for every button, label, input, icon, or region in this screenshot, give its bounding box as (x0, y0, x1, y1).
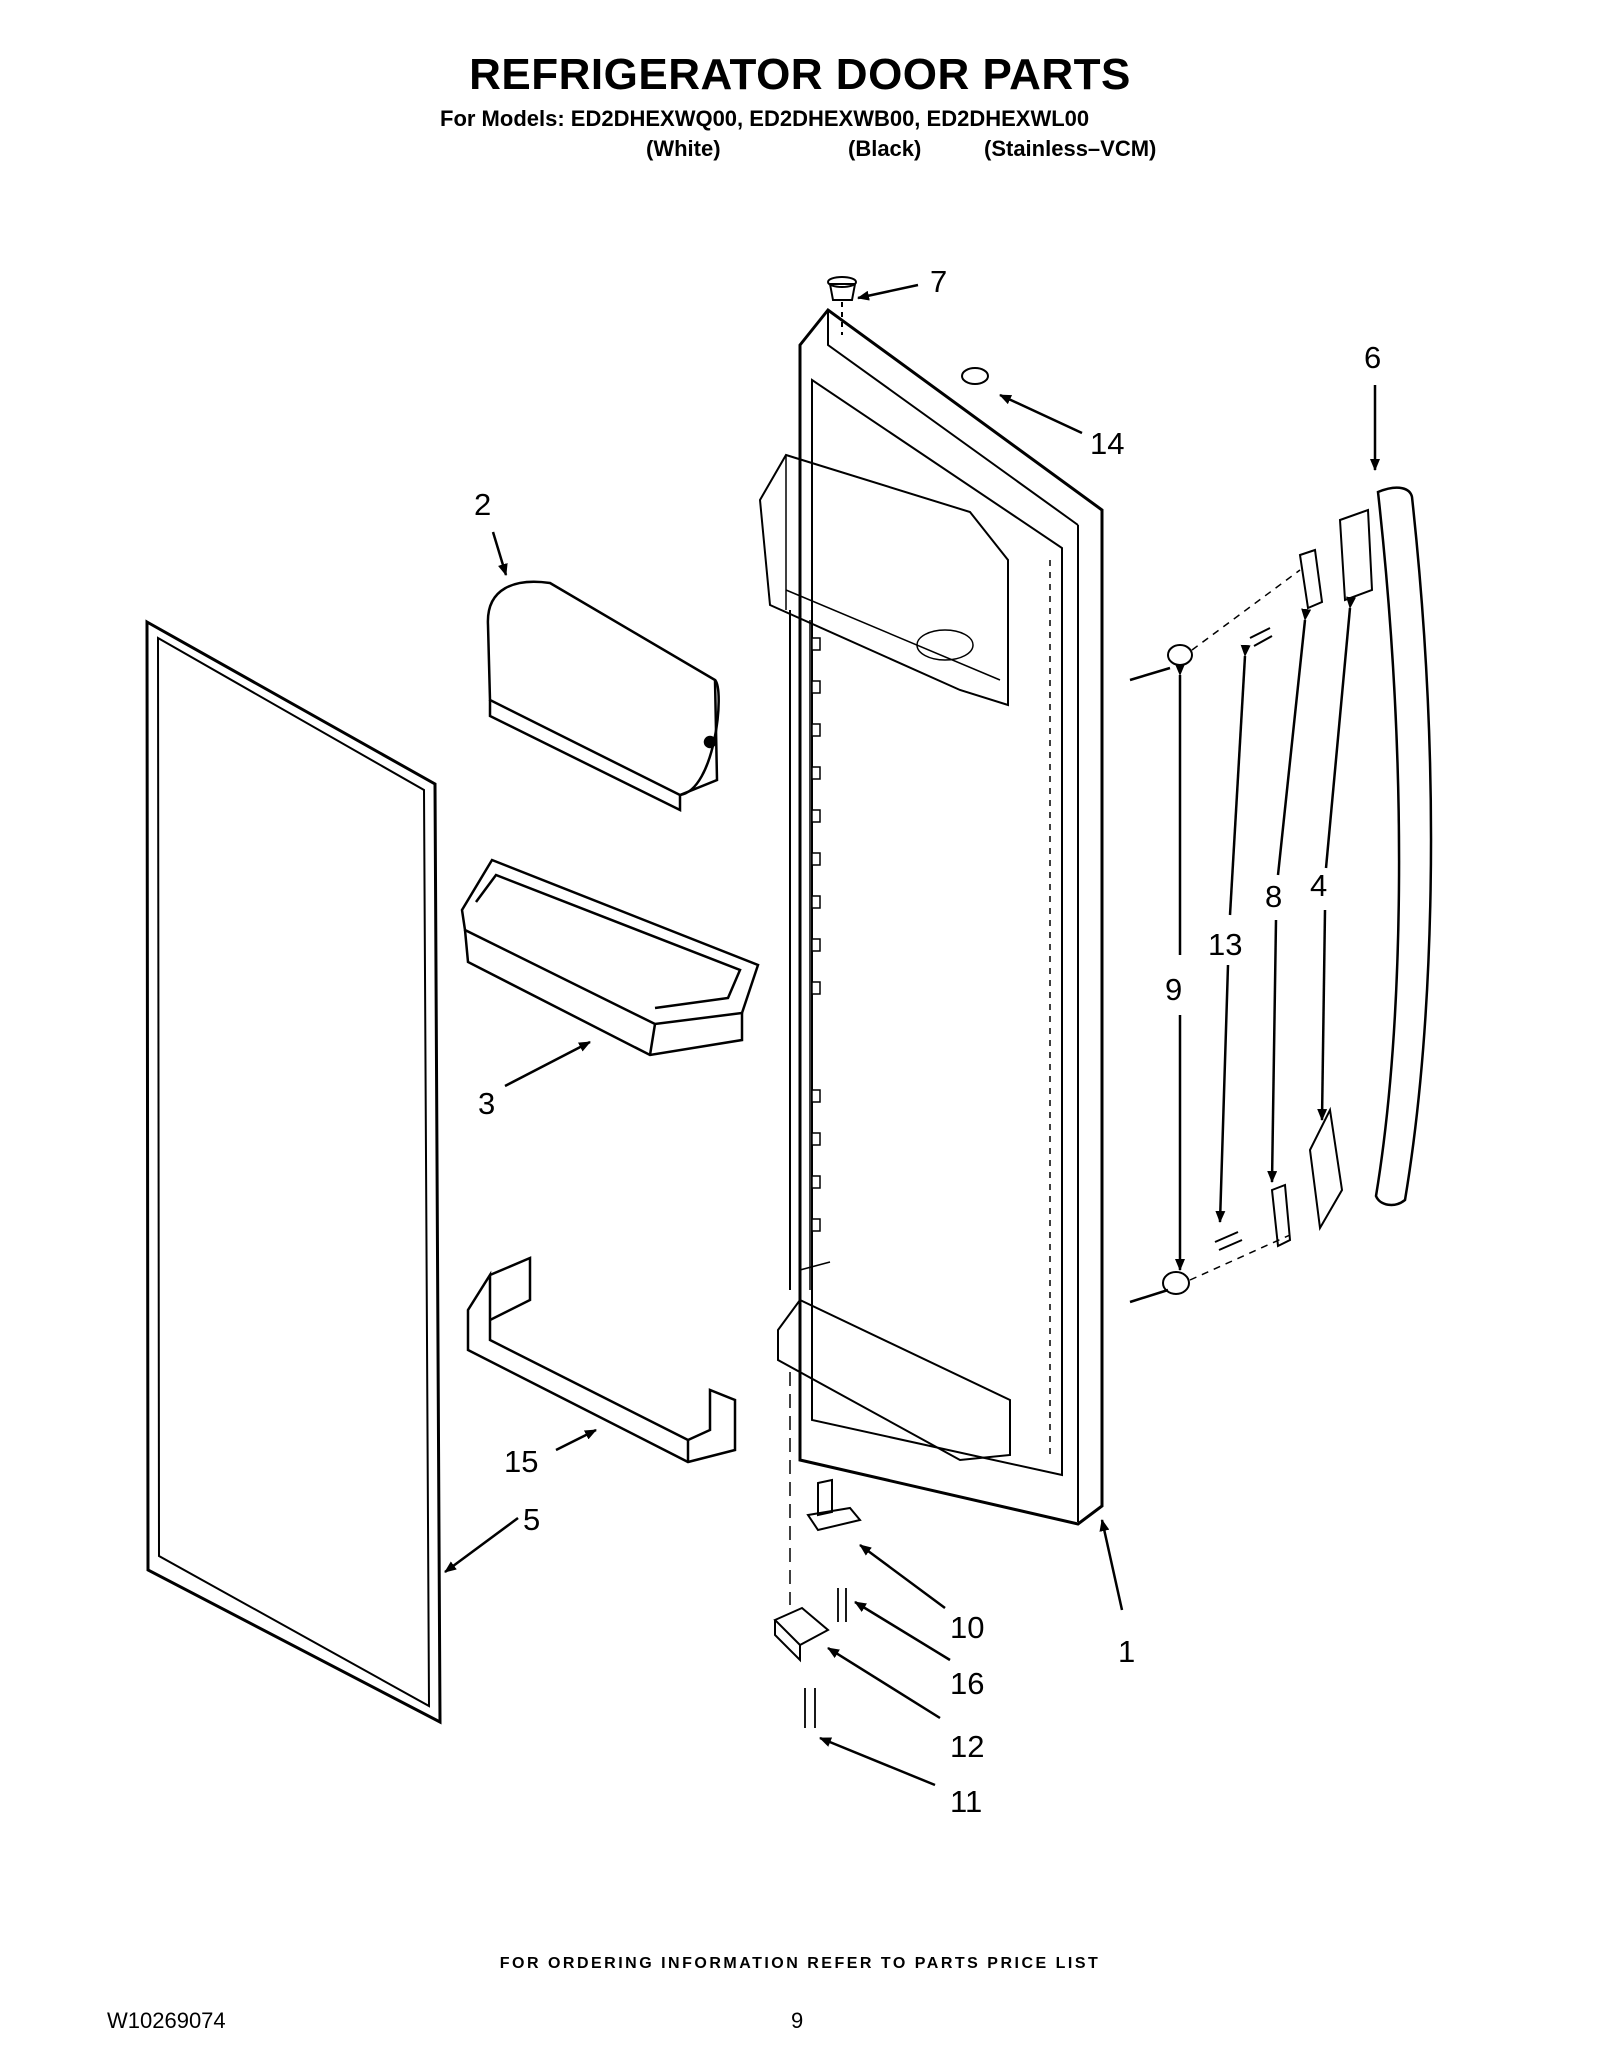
callout-16: 16 (950, 1666, 984, 1701)
door-handle-part (1374, 486, 1433, 1207)
callout-10: 10 (950, 1610, 984, 1645)
callout-1: 1 (1118, 1634, 1135, 1669)
callout-labels: 7 14 6 2 3 9 13 8 4 15 5 10 16 12 11 1 (474, 264, 1381, 1819)
callout-leaders (444, 283, 1380, 1787)
callout-11: 11 (950, 1784, 982, 1819)
document-number: W10269074 (107, 2008, 226, 2033)
hinge-cap-part (827, 276, 857, 335)
callout-9: 9 (1165, 972, 1182, 1007)
handle-bracket-part (1270, 548, 1324, 1248)
callout-12: 12 (950, 1729, 984, 1764)
bin-rail-part (466, 1256, 737, 1464)
callout-8: 8 (1265, 879, 1282, 914)
handle-clip-part (1308, 508, 1374, 1232)
page-number: 9 (791, 2008, 804, 2033)
ordering-note: FOR ORDERING INFORMATION REFER TO PARTS … (499, 1955, 1101, 1972)
callout-5: 5 (523, 1502, 540, 1537)
callout-15: 15 (504, 1444, 538, 1479)
callout-6: 6 (1364, 340, 1381, 375)
finish-black: (Black) (848, 136, 922, 161)
hinge-pin-part (806, 1478, 862, 1532)
handle-screw-part (1214, 627, 1273, 1251)
plug-part (961, 367, 989, 385)
dairy-bin-part (486, 580, 720, 813)
finish-white: (White) (646, 136, 721, 161)
callout-3: 3 (478, 1086, 495, 1121)
hinge-bracket-part (773, 1606, 830, 1663)
door-bin-part (460, 858, 760, 1057)
spacer-part (1162, 644, 1193, 1295)
models-line: For Models: ED2DHEXWQ00, ED2DHEXWB00, ED… (440, 106, 1090, 131)
page-title: REFRIGERATOR DOOR PARTS (469, 50, 1131, 99)
callout-13: 13 (1208, 927, 1242, 962)
callout-2: 2 (474, 487, 491, 522)
callout-14: 14 (1090, 426, 1124, 461)
finish-stainless: (Stainless–VCM) (984, 136, 1157, 161)
callout-4: 4 (1310, 868, 1327, 903)
door-gasket-part (145, 619, 442, 1725)
door-liner-part (758, 307, 1104, 1526)
hinge-screw-part (804, 1588, 847, 1728)
callout-7: 7 (930, 264, 947, 299)
shelf-rail-tabs (811, 637, 821, 1232)
alignment-lines (1189, 569, 1301, 1281)
